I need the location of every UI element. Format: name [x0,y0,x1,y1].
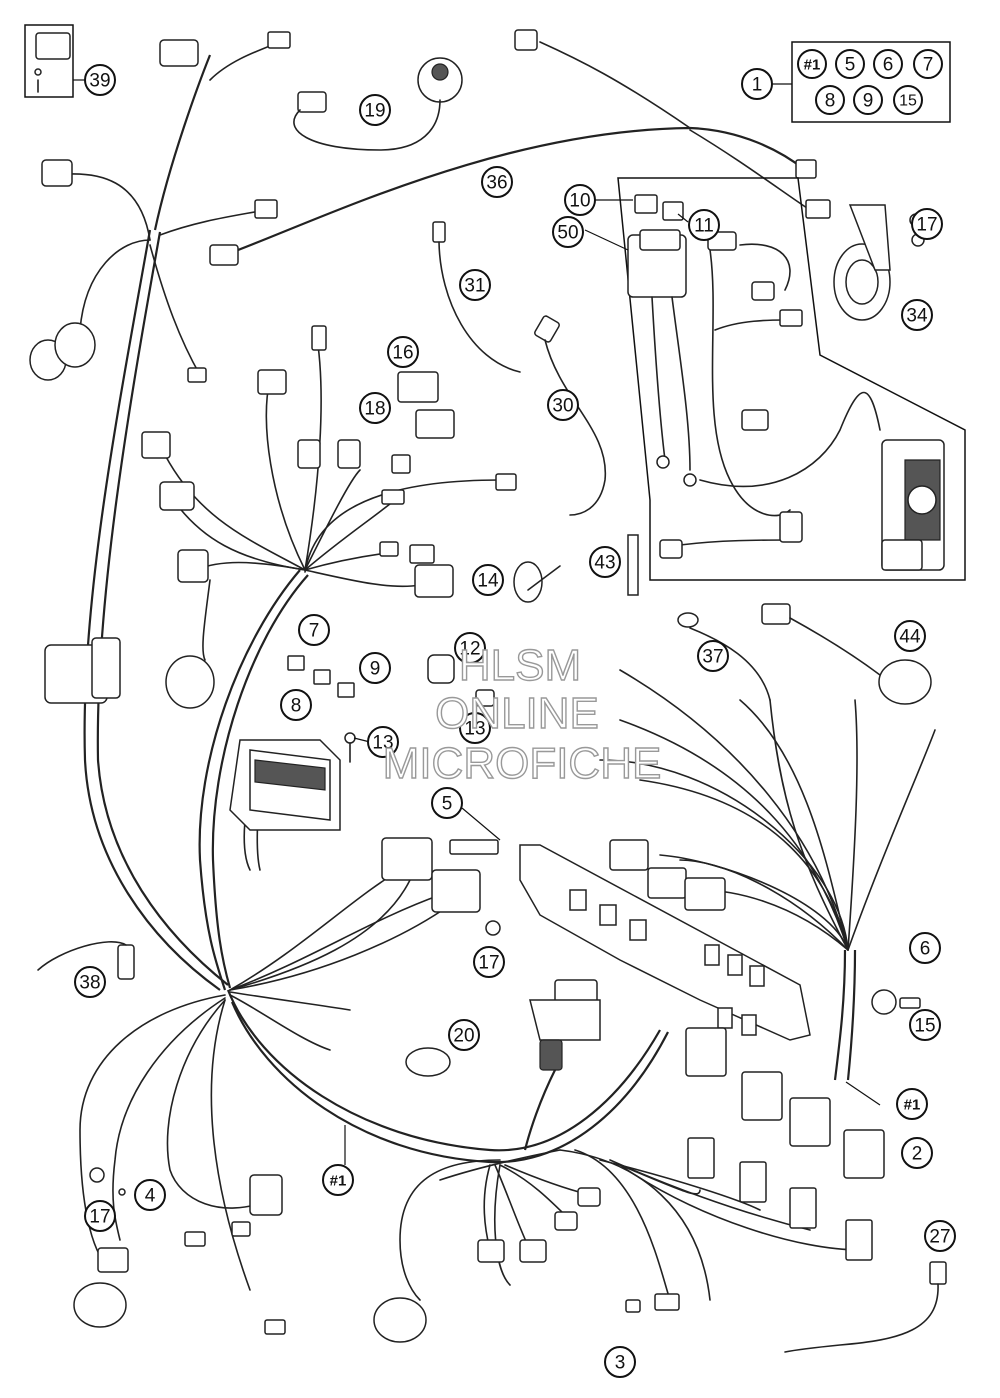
callout-kit-8: 8 [815,85,845,115]
svg-text:#1: #1 [330,1173,347,1190]
svg-text:3: 3 [615,1353,626,1374]
svg-text:#1: #1 [904,1097,921,1114]
watermark-line-2: ONLINE [435,689,599,738]
svg-text:36: 36 [486,173,507,194]
svg-text:19: 19 [364,101,385,122]
svg-text:37: 37 [702,647,723,668]
svg-text:7: 7 [923,55,934,76]
svg-text:12: 12 [459,639,480,660]
svg-text:2: 2 [912,1144,923,1165]
callout-4: 4 [134,1179,166,1211]
svg-text:50: 50 [557,223,578,244]
svg-text:38: 38 [79,973,100,994]
callout-27: 27 [924,1220,956,1252]
callout-10: 10 [564,184,596,216]
callout-17-mid: 17 [473,946,505,978]
callout-34: 34 [901,299,933,331]
callout-17-top: 17 [911,208,943,240]
callout-5: 5 [431,787,463,819]
svg-text:5: 5 [442,794,453,815]
callout-20: 20 [448,1019,480,1051]
svg-text:13: 13 [372,733,393,754]
watermark-line-1: HLSM [459,641,581,690]
plate-slots [569,889,765,1036]
svg-text:6: 6 [920,939,931,960]
callout-9: 9 [359,652,391,684]
callout-11: 11 [688,209,720,241]
svg-text:30: 30 [552,396,573,417]
callout-3: 3 [604,1346,636,1378]
svg-text:44: 44 [899,627,921,648]
svg-text:9: 9 [863,91,874,112]
callout-2: 2 [901,1137,933,1169]
svg-text:43: 43 [594,553,615,574]
callout-h1-bottom: #1 [322,1164,354,1196]
callout-43: 43 [589,546,621,578]
relay-fuse-group [617,177,966,581]
svg-text:17: 17 [89,1207,110,1228]
callout-6: 6 [909,932,941,964]
callout-kit-7: 7 [913,49,943,79]
part39-box-frame [24,24,74,98]
callout-kit-h1: #1 [797,49,827,79]
callout-17-bottom: 17 [84,1200,116,1232]
callout-36: 36 [481,166,513,198]
callout-37: 37 [697,640,729,672]
svg-text:31: 31 [464,276,485,297]
svg-text:39: 39 [89,71,110,92]
callout-30: 30 [547,389,579,421]
svg-text:16: 16 [392,343,413,364]
svg-text:15: 15 [914,1016,935,1037]
callout-kit-6: 6 [873,49,903,79]
callout-19: 19 [359,94,391,126]
svg-text:11: 11 [694,216,714,237]
svg-text:10: 10 [569,191,590,212]
callout-50: 50 [552,216,584,248]
kit-box-frame [791,41,951,123]
svg-text:9: 9 [370,659,381,680]
svg-text:5: 5 [845,55,856,76]
svg-text:15: 15 [899,93,917,110]
callout-kit-9: 9 [853,85,883,115]
svg-text:20: 20 [453,1026,474,1047]
callout-18: 18 [359,392,391,424]
watermark: HLSM ONLINE MICROFICHE [382,640,662,788]
callout-12: 12 [454,632,486,664]
svg-text:27: 27 [929,1227,950,1248]
svg-text:17: 17 [478,953,499,974]
svg-text:1: 1 [752,75,763,96]
svg-text:4: 4 [145,1186,156,1207]
callout-13-clip: 13 [459,712,491,744]
callout-38: 38 [74,966,106,998]
svg-text:13: 13 [464,719,485,740]
svg-text:17: 17 [916,215,937,236]
callout-h1-right: #1 [896,1088,928,1120]
callout-kit-5: 5 [835,49,865,79]
callout-15: 15 [909,1009,941,1041]
svg-text:6: 6 [883,55,894,76]
callout-44: 44 [894,620,926,652]
callout-7: 7 [298,614,330,646]
callout-31: 31 [459,269,491,301]
callout-13-fuse: 13 [367,726,399,758]
svg-text:8: 8 [825,91,836,112]
callout-kit-15: 15 [893,85,923,115]
svg-text:8: 8 [291,696,302,717]
svg-text:7: 7 [309,621,320,642]
callout-14: 14 [472,564,504,596]
connectors [29,29,947,1353]
svg-text:18: 18 [364,399,385,420]
svg-text:34: 34 [906,306,928,327]
callout-8: 8 [280,689,312,721]
callout-16: 16 [387,336,419,368]
callout-39: 39 [84,64,116,96]
watermark-line-3: MICROFICHE [383,739,662,788]
svg-text:14: 14 [477,571,499,592]
svg-text:#1: #1 [804,57,821,74]
callout-1: 1 [741,68,773,100]
